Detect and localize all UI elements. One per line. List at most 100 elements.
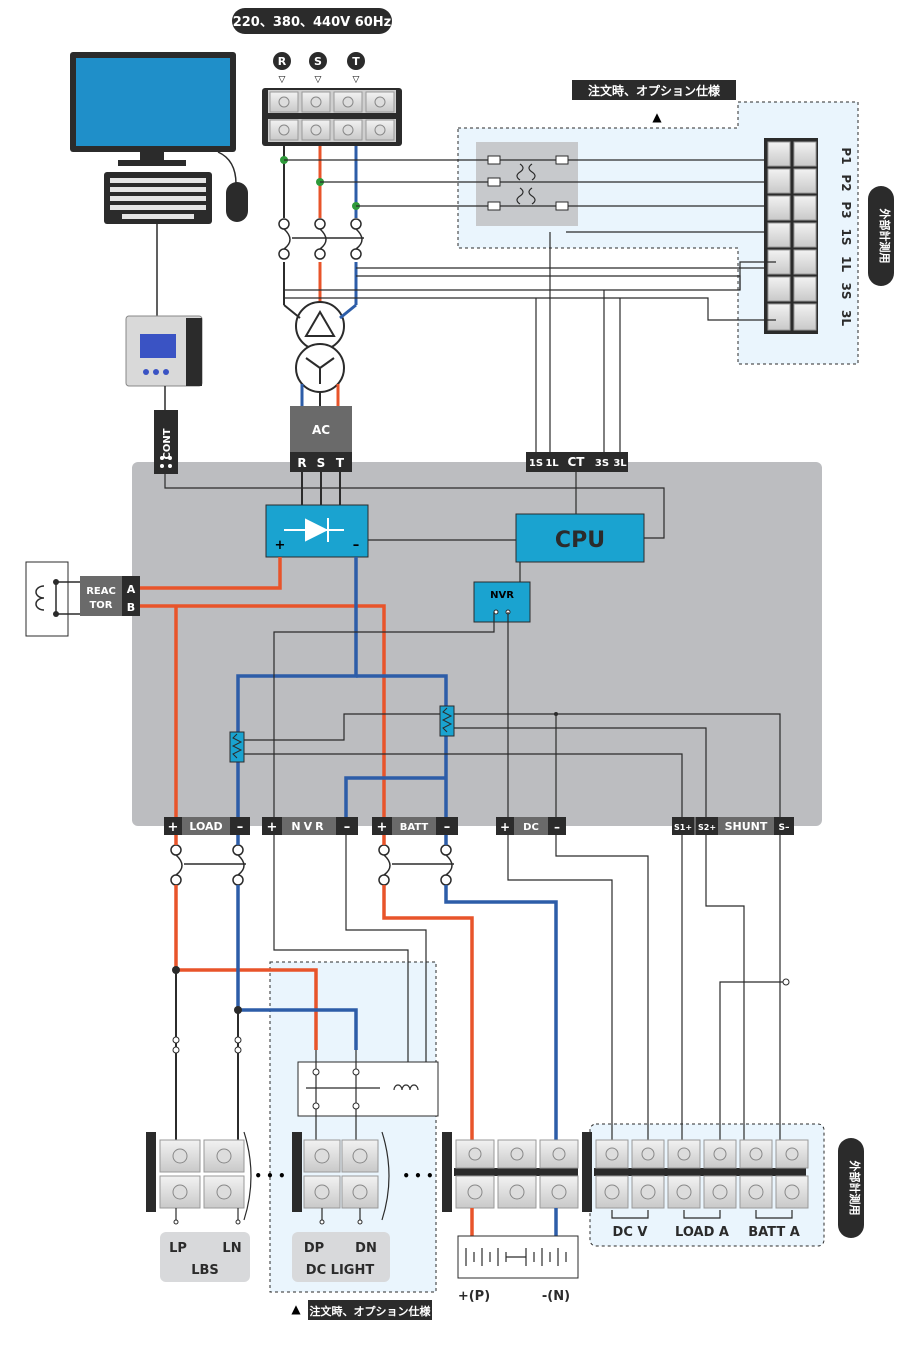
batt-minus: – — [444, 820, 451, 835]
ext-p3: P3 — [839, 201, 853, 218]
ct-block — [526, 452, 628, 472]
controller-device-icon — [125, 315, 203, 387]
option-note-top: 注文時、オプション仕様 — [588, 83, 721, 98]
dclight-dn: DN — [355, 1241, 377, 1256]
dc-plus: + — [500, 820, 510, 834]
reactor-label-2: TOR — [89, 600, 112, 611]
ext-meter-badge — [868, 186, 894, 286]
load-plus: + — [168, 820, 179, 835]
shunt-sminus: S– — [779, 823, 790, 833]
meter-load-a: LOAD A — [675, 1225, 729, 1240]
dc-light-terminal-block — [292, 1132, 379, 1212]
rect-plus: + — [275, 538, 286, 553]
cpu-label: CPU — [555, 528, 605, 553]
lbs-terminal-block — [146, 1132, 245, 1212]
load-terminal: + LOAD – — [164, 817, 250, 835]
ac-term-r: R — [297, 456, 306, 470]
svg-text:▲: ▲ — [652, 110, 662, 124]
phase-labels: R S T ▽ ▽ ▽ — [273, 52, 365, 85]
battery-minus: -(N) — [542, 1289, 570, 1304]
battery-terminal-block — [442, 1132, 579, 1212]
shunt-label: SHUNT — [725, 820, 768, 833]
nvr-term-label: NVR — [291, 820, 326, 833]
meter-terminal-block — [582, 1132, 809, 1212]
reactor-a: A — [127, 583, 136, 596]
svg-text:▽: ▽ — [315, 75, 322, 85]
nvr-label: NVR — [490, 590, 514, 601]
ct-3s: 3S — [595, 458, 609, 469]
svg-text:▽: ▽ — [279, 75, 286, 85]
ac-label: AC — [312, 423, 330, 437]
ac-term-t: T — [336, 456, 345, 470]
external-terminal-block — [764, 138, 818, 334]
svg-text:▽: ▽ — [353, 75, 360, 85]
ext-p2: P2 — [839, 174, 853, 191]
shunt-terminal: S1+ S2+ SHUNT S– — [672, 817, 794, 835]
shunt-s2: S2+ — [698, 823, 716, 832]
batt-breaker-icon — [378, 844, 454, 886]
batt-plus: + — [377, 820, 388, 835]
shunt-resistor-icon — [229, 705, 455, 763]
lbs-label-panel — [160, 1232, 250, 1282]
cpu-block — [515, 513, 645, 563]
lbs-ln: LN — [222, 1241, 241, 1256]
dclight-dp: DP — [304, 1241, 324, 1256]
ac-block — [290, 406, 352, 452]
ext-p1: P1 — [839, 147, 853, 164]
cont-label: CONT — [162, 428, 173, 459]
nvr-block — [473, 581, 531, 623]
phase-r: R — [278, 55, 287, 68]
computer-icon — [70, 52, 248, 224]
nvr-minus: – — [344, 820, 351, 835]
reactor-label-1: REAC — [86, 586, 116, 597]
ac-term-s: S — [317, 456, 326, 470]
dclight-name: DC LIGHT — [306, 1263, 375, 1278]
option-box-bottom — [269, 961, 437, 1293]
shunt-s1: S1+ — [674, 823, 692, 832]
coil-icon — [35, 581, 80, 615]
dc-label: DC — [523, 822, 539, 833]
supply-voltage: 220、380、440V 60Hz — [233, 15, 392, 30]
ext-terminal-labels: P1 P2 P3 1S 1L 3S 3L — [839, 147, 853, 326]
dc-minus: – — [554, 820, 560, 834]
reactor-coil-box — [25, 561, 69, 637]
lbs-name: LBS — [191, 1263, 219, 1278]
ext-3l: 3L — [839, 310, 853, 326]
diode-icon — [284, 518, 344, 542]
ext-1l: 1L — [839, 256, 853, 272]
nvr-terminal: + NVR – — [262, 817, 358, 835]
option-note-bottom: 注文時、オプション仕様 — [310, 1304, 432, 1318]
phase-t: T — [352, 55, 360, 68]
ellipsis-1: • • • — [254, 1169, 285, 1183]
ellipsis-2: • • • — [402, 1169, 433, 1183]
batt-label: BATT — [400, 822, 429, 833]
svg-text:▲: ▲ — [291, 1302, 301, 1316]
rect-minus: – — [353, 538, 360, 553]
main-breaker-icon — [276, 218, 364, 262]
meter-batt-a: BATT A — [748, 1225, 800, 1240]
load-minus: – — [237, 820, 244, 835]
ct-1s: 1S — [529, 458, 543, 469]
supply-badge — [232, 8, 392, 34]
ct-3l: 3L — [613, 458, 627, 469]
nvr-plus: + — [267, 820, 278, 835]
dc-terminal: + DC – — [496, 817, 566, 835]
load-breaker-icon — [170, 844, 246, 886]
cont-connector — [154, 410, 178, 474]
meter-dcv: DC V — [613, 1225, 648, 1240]
ext-meter-label-bottom: 外部計測用 — [848, 1160, 862, 1216]
phase-s: S — [314, 55, 322, 68]
ct-label: CT — [568, 455, 586, 469]
ext-1s: 1S — [839, 229, 853, 246]
dc-light-contactor — [297, 1061, 439, 1117]
control-panel — [132, 462, 822, 826]
lbs-lp: LP — [169, 1241, 187, 1256]
ext-3s: 3S — [839, 283, 853, 300]
reactor-b: B — [127, 601, 135, 614]
dclight-label-panel — [292, 1232, 390, 1282]
battery-plus: +(P) — [458, 1289, 490, 1304]
load-label: LOAD — [189, 820, 222, 833]
ext-meter-label-top: 外部計測用 — [878, 208, 892, 264]
batt-terminal: + BATT – — [372, 817, 458, 835]
